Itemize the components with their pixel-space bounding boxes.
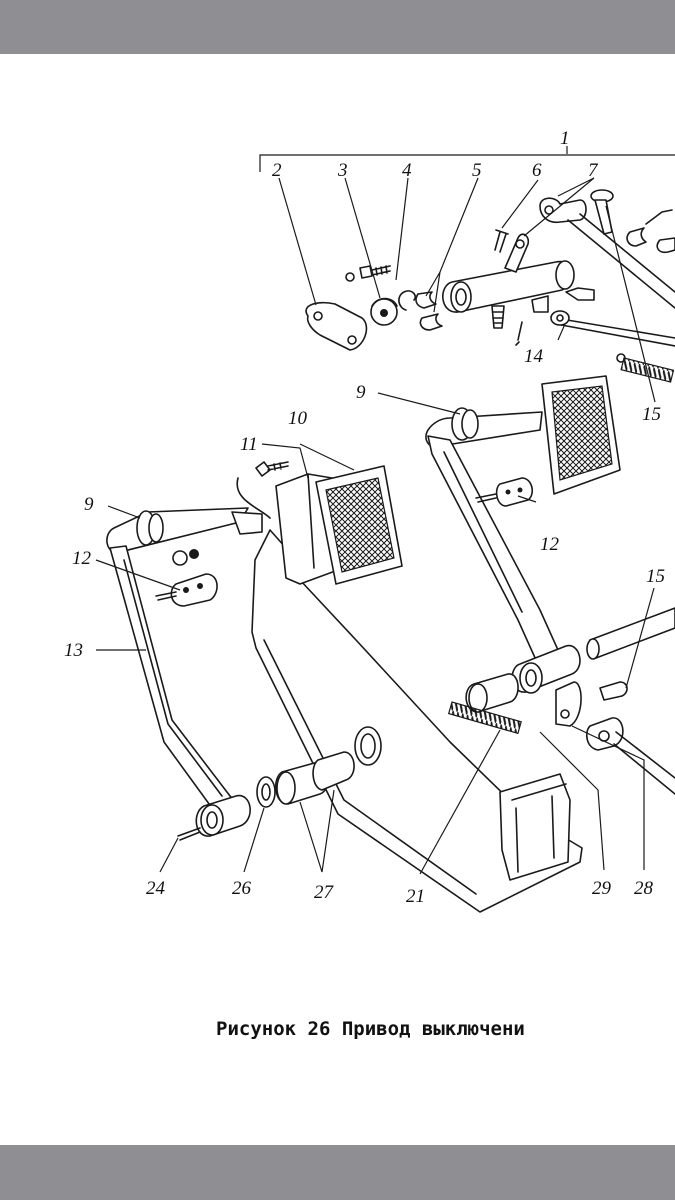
part-12-left-block [155,549,218,607]
callout-24: 24 [146,878,166,899]
part-spring-top [616,353,675,383]
part-top-right-clips [626,209,675,254]
part-3-nut [370,297,398,326]
callout-29: 29 [592,878,612,899]
part-27-bushings [275,726,382,805]
left-hub [177,795,251,841]
left-pedal-arm [106,507,263,827]
part-29-bracket [555,681,582,727]
callout-4: 4 [402,160,412,181]
callout-7: 7 [588,160,599,181]
right-pedal-pad [541,375,621,495]
callout-numbers: 1 2 3 4 5 6 7 14 15 9 10 11 9 12 12 13 1… [64,128,665,907]
callout-15-right: 15 [646,566,665,587]
callout-12-right: 12 [540,534,560,555]
assembly-1-bracket [259,154,675,172]
callout-12-left: 12 [72,548,92,569]
part-pin-15-top [590,189,614,235]
part-28-rod [585,717,675,795]
bottom-bar [0,1145,675,1200]
part-10-left-pad [315,465,403,585]
callout-13: 13 [64,640,83,661]
part-7-yoke [539,197,675,309]
left-bolt-wire [236,461,289,519]
part-21-spring [447,701,522,735]
part-6-pin [491,229,523,346]
callout-11: 11 [240,434,258,455]
callout-1: 1 [560,128,570,149]
part-14-rod [550,287,675,347]
part-2-plate [305,301,368,351]
right-hub-bushings [465,645,581,713]
exploded-diagram: 1 2 3 4 5 6 7 14 15 9 10 11 9 12 12 13 1… [64,128,675,913]
base-frame [251,529,583,913]
part-15-right-shaft [586,607,675,701]
callout-3: 3 [337,160,348,181]
callout-14: 14 [524,346,544,367]
caption-area: Рисунок 26 Привод выключени [0,1000,675,1060]
callout-27: 27 [314,882,335,903]
part-12-right-block [475,477,534,507]
part-bolt-small [345,265,391,282]
callout-21: 21 [406,886,425,907]
part-4-clip [398,290,417,311]
callout-28: 28 [634,878,654,899]
callout-10: 10 [288,408,308,429]
callout-9-right: 9 [356,382,366,403]
callout-5: 5 [472,160,482,181]
callout-9-left: 9 [84,494,94,515]
top-bar [0,0,675,54]
leader-lines [95,146,656,875]
right-pedal-arm [425,407,559,661]
part-26-washer [256,776,276,808]
part-5-bushings [415,291,443,331]
part-lever-hub [442,233,575,313]
callout-2: 2 [272,160,282,181]
callout-26: 26 [232,878,252,899]
callout-15-top: 15 [642,404,661,425]
figure-caption: Рисунок 26 Привод выключени [216,1018,525,1040]
callout-6: 6 [532,160,542,181]
